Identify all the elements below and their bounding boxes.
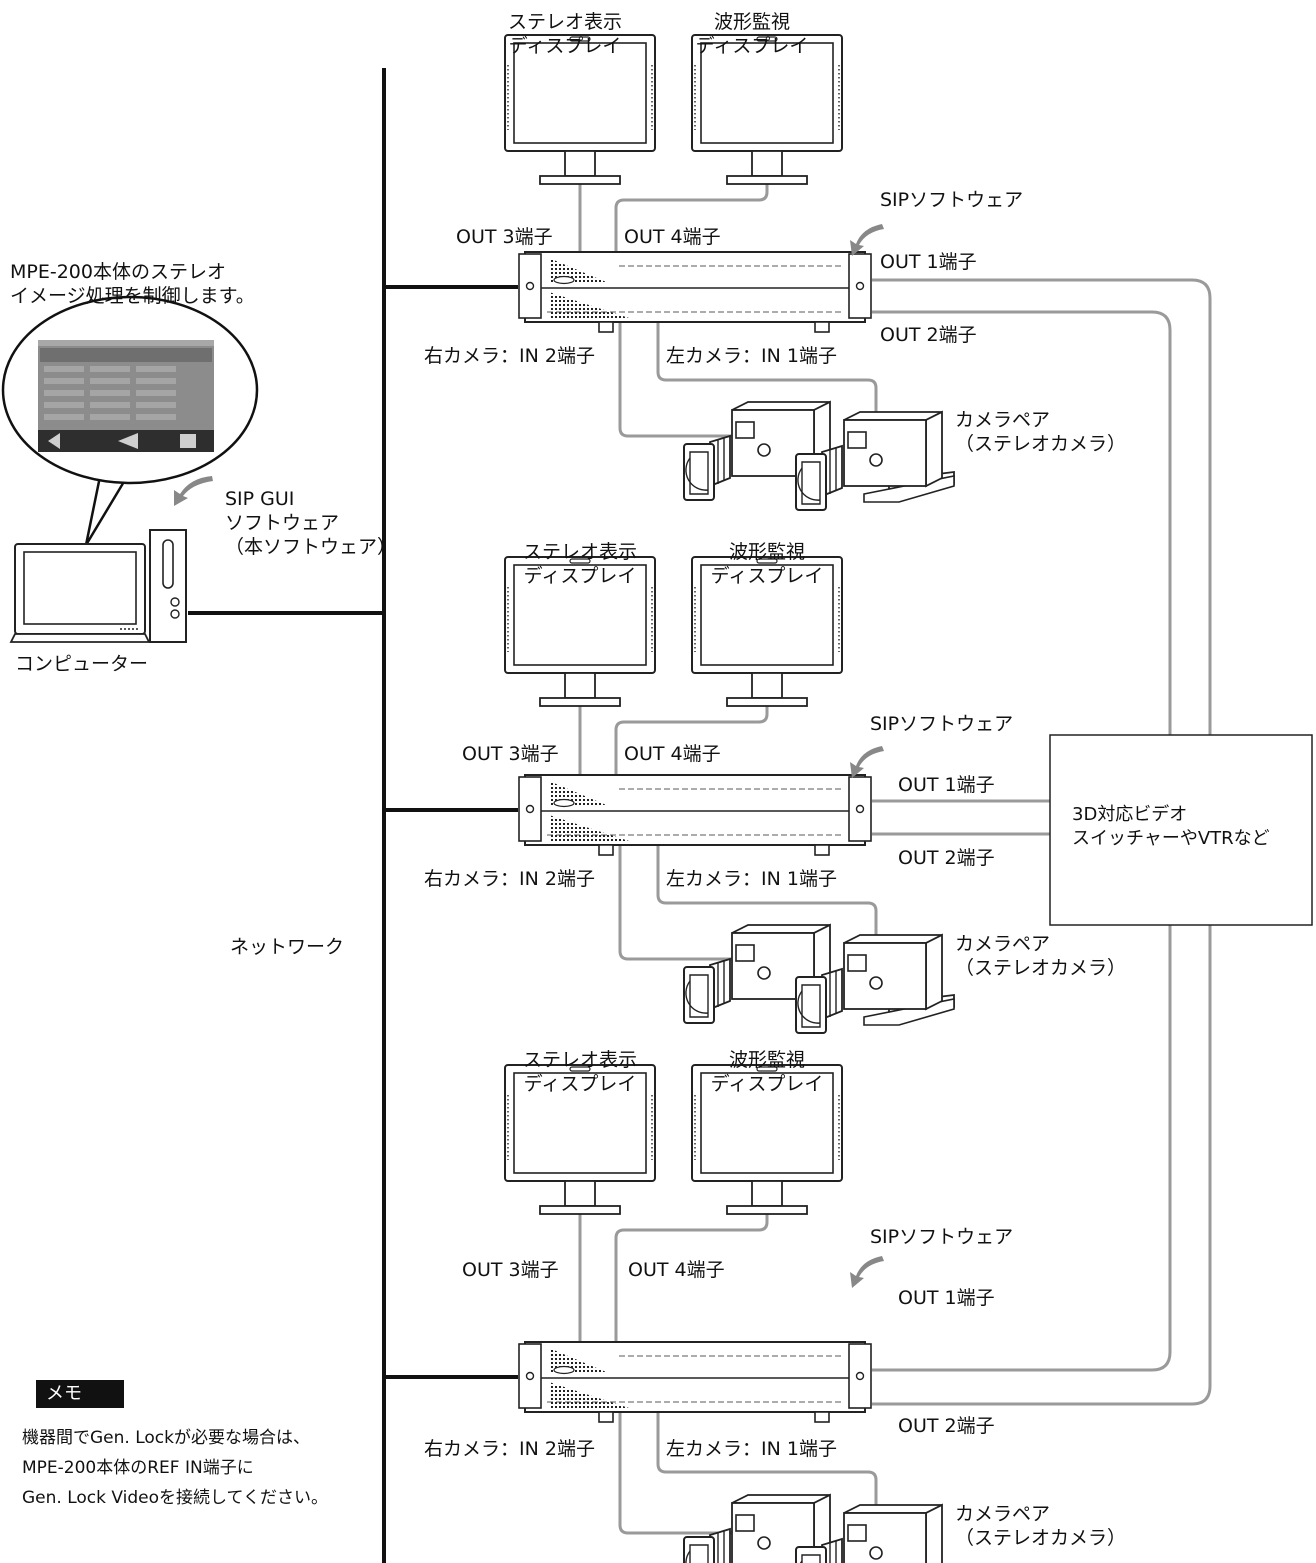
memo-badge: メモ: [36, 1380, 124, 1408]
out4-label-2: OUT 4端子: [624, 743, 721, 765]
left-camera-label-2: 左カメラ：IN 1端子: [666, 868, 837, 890]
out3-label-1: OUT 3端子: [456, 226, 553, 248]
stereo-display-label-1: ステレオ表示ディスプレイ: [507, 11, 622, 57]
computer-icon: [9, 529, 187, 643]
mpe200-unit-icon-3: [518, 1341, 872, 1423]
out4-label-1: OUT 4端子: [624, 226, 721, 248]
sip-software-label-1: SIPソフトウェア: [880, 189, 1024, 211]
out1-label-2: OUT 1端子: [898, 774, 995, 796]
waveform-display-label-2: 波形監視ディスプレイ: [710, 541, 824, 587]
camera-pair-label-1: カメラペア（ステレオカメラ）: [955, 409, 1127, 455]
out2-label-2: OUT 2端子: [898, 847, 995, 869]
out1-label-1: OUT 1端子: [880, 251, 977, 273]
sip-software-label-2: SIPソフトウェア: [870, 713, 1014, 735]
out2-label-3: OUT 2端子: [898, 1415, 995, 1437]
camera-pair-icon-2: [684, 925, 954, 1033]
mpe200-unit-icon-1: [518, 251, 872, 333]
stereo-display-label-2: ステレオ表示ディスプレイ: [522, 541, 637, 587]
out4-label-3: OUT 4端子: [628, 1259, 725, 1281]
out1-label-3: OUT 1端子: [898, 1287, 995, 1309]
out3-label-3: OUT 3端子: [462, 1259, 559, 1281]
out2-label-1: OUT 2端子: [880, 324, 977, 346]
stereo-display-label-3: ステレオ表示ディスプレイ: [522, 1049, 637, 1095]
switcher-label: 3D対応ビデオスイッチャーやVTRなど: [1072, 804, 1270, 849]
camera-pair-icon-3: [684, 1495, 954, 1563]
camera-pair-label-2: カメラペア（ステレオカメラ）: [955, 933, 1127, 979]
sip-software-label-3: SIPソフトウェア: [870, 1226, 1014, 1248]
switcher-box: [1049, 734, 1313, 926]
network-label: ネットワーク: [230, 936, 345, 958]
right-camera-label-1: 右カメラ：IN 2端子: [424, 345, 595, 367]
computer-label: コンピューター: [15, 653, 149, 675]
right-camera-label-2: 右カメラ：IN 2端子: [424, 868, 595, 890]
right-camera-label-3: 右カメラ：IN 2端子: [424, 1438, 595, 1460]
camera-pair-label-3: カメラペア（ステレオカメラ）: [955, 1503, 1127, 1549]
waveform-display-label-3: 波形監視ディスプレイ: [710, 1049, 824, 1095]
waveform-display-label-1: 波形監視ディスプレイ: [695, 11, 809, 57]
gui-callout-bubble: [1, 295, 259, 546]
out3-label-2: OUT 3端子: [462, 743, 559, 765]
camera-pair-icon-1: [684, 402, 954, 510]
mpe200-unit-icon-2: [518, 774, 872, 856]
callout-text: MPE-200本体のステレオイメージ処理を制御します。: [10, 261, 255, 307]
left-camera-label-3: 左カメラ：IN 1端子: [666, 1438, 837, 1460]
memo-text: 機器間でGen. Lockが必要な場合は、MPE-200本体のREF IN端子に…: [22, 1428, 328, 1508]
left-camera-label-1: 左カメラ：IN 1端子: [666, 345, 837, 367]
